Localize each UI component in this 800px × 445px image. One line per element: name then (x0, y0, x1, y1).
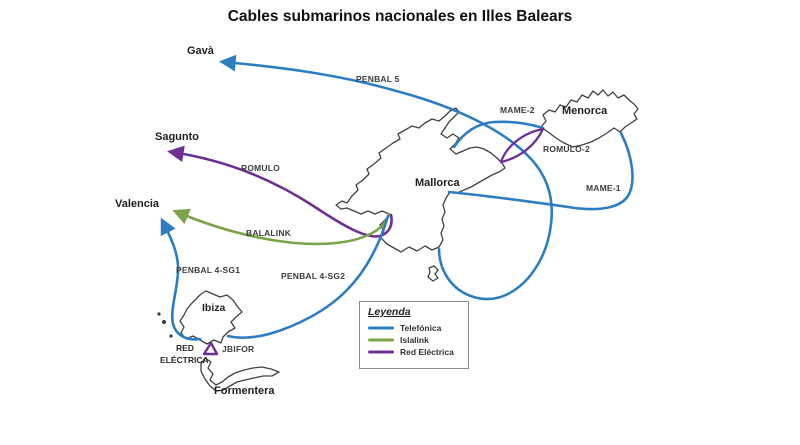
cable-romulo-path (167, 145, 393, 238)
cabrera-island-outline (427, 265, 439, 282)
cable-label-penbal4sg2: PENBAL 4-SG2 (281, 271, 346, 281)
legend-label-red-electrica: Red Eléctrica (400, 347, 454, 357)
cable-penbal4sg1-path (160, 217, 202, 341)
cable-label-romulo: ROMULO (241, 163, 280, 173)
place-label-gava: Gavà (187, 45, 214, 57)
islet-dot (162, 320, 166, 324)
station-label-red: RED (176, 343, 194, 353)
cable-label-mame2: MAME-2 (500, 105, 535, 115)
legend-row-telefonica: Telefónica (368, 322, 468, 334)
cable-romulo2-lower-arc (499, 127, 545, 164)
place-label-valencia: Valencia (115, 198, 160, 210)
cable-label-penbal5: PENBAL 5 (356, 74, 400, 84)
place-label-sagunto: Sagunto (155, 131, 199, 143)
place-label-mallorca: Mallorca (415, 177, 460, 189)
formentera-island-outline (200, 357, 280, 392)
islets-group (157, 312, 173, 338)
islet-dot (169, 334, 173, 338)
legend-row-islalink: Islalink (368, 334, 468, 346)
cable-mame2-path (452, 120, 545, 149)
legend-label-telefonica: Telefónica (400, 323, 442, 333)
legend-title: Leyenda (368, 306, 411, 318)
map-title: Cables submarinos nacionales en Illes Ba… (227, 8, 573, 25)
station-label-electrica: ELÉCTRICA (160, 355, 209, 365)
mallorca-island-outline (335, 107, 506, 253)
cable-penbal4sg2-path (226, 214, 390, 339)
legend-line-telefonica-icon (368, 326, 394, 330)
cable-mame1-path (447, 131, 634, 211)
place-label-menorca: Menorca (562, 105, 608, 117)
cable-label-mame1: MAME-1 (586, 183, 621, 193)
cable-label-jbifor: JBIFOR (222, 344, 255, 354)
islands-group (157, 89, 639, 392)
cable-label-balalink: BALALINK (246, 228, 292, 238)
legend-label-islalink: Islalink (400, 335, 429, 345)
place-label-formentera: Formentera (214, 385, 275, 397)
place-label-ibiza: Ibiza (202, 302, 226, 314)
jbifor-triangle-icon (202, 341, 219, 356)
menorca-island-outline (540, 89, 639, 148)
legend-row-red-electrica: Red Eléctrica (368, 346, 468, 358)
islet-dot (157, 312, 161, 316)
cable-balalink-path (172, 208, 391, 246)
legend-box: Leyenda Telefónica Islalink Red Eléctric… (359, 301, 469, 369)
cable-label-romulo2: ROMULO-2 (543, 144, 590, 154)
ibiza-island-outline (179, 290, 243, 345)
legend-line-islalink-icon (368, 338, 394, 342)
cable-label-penbal4sg1: PENBAL 4-SG1 (176, 265, 241, 275)
cable-penbal5-path (219, 54, 553, 301)
cables-group (160, 54, 634, 356)
legend-line-red-electrica-icon (368, 350, 394, 354)
cable-romulo2-upper-arc (499, 127, 545, 164)
